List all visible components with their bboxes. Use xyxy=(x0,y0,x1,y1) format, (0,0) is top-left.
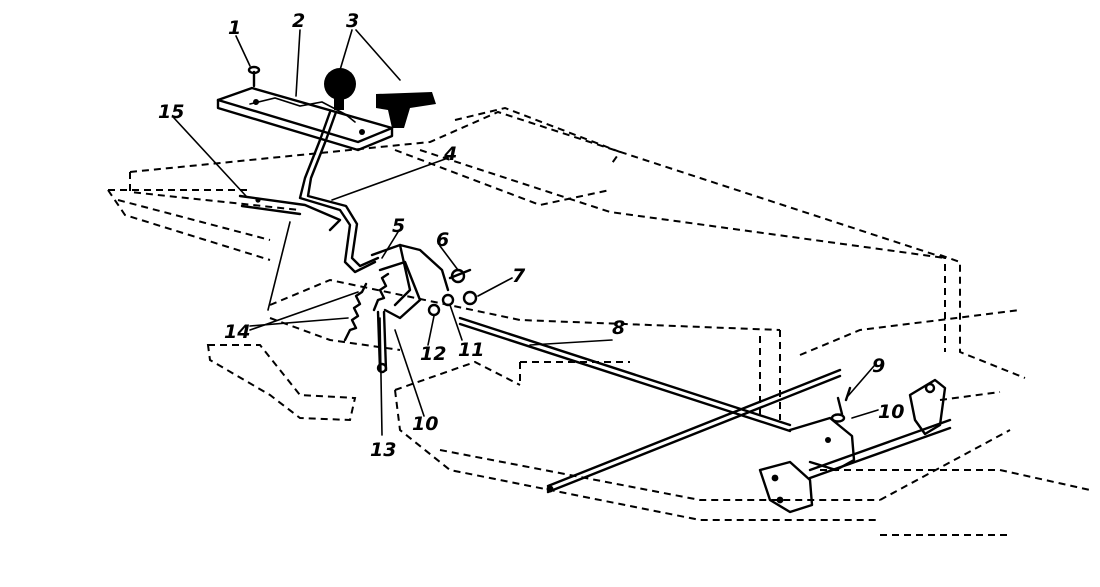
callout-1: 1 xyxy=(228,17,241,39)
lever-bracket xyxy=(238,194,342,311)
bolt-1 xyxy=(247,65,261,88)
callout-8: 8 xyxy=(612,317,625,339)
callout-10-right: 10 xyxy=(878,401,904,423)
callout-2: 2 xyxy=(292,10,305,32)
shift-rod xyxy=(458,316,842,494)
callout-5: 5 xyxy=(392,215,405,237)
lower-mount-plate xyxy=(206,344,357,422)
leader-lines xyxy=(173,29,879,436)
callout-11: 11 xyxy=(458,339,484,361)
rod-13 xyxy=(376,310,388,374)
shift-plate xyxy=(216,86,394,152)
shift-lever xyxy=(298,110,380,274)
transmission-bracket xyxy=(758,378,952,514)
callout-12: 12 xyxy=(420,343,446,365)
callout-13: 13 xyxy=(370,439,396,461)
callout-4: 4 xyxy=(443,143,457,165)
callout-labels: 1 2 3 4 5 6 7 8 9 10 10 11 12 13 14 15 xyxy=(158,10,904,461)
shift-knob-t-handle xyxy=(376,92,436,128)
shift-knob-round xyxy=(324,68,356,110)
callout-7: 7 xyxy=(512,265,526,287)
callout-3: 3 xyxy=(346,10,359,32)
callout-9: 9 xyxy=(872,355,885,377)
callout-14: 14 xyxy=(224,321,250,343)
springs xyxy=(343,272,390,342)
chassis-outline xyxy=(107,106,1091,536)
callout-6: 6 xyxy=(436,229,449,251)
callout-15: 15 xyxy=(158,101,184,123)
callout-10-left: 10 xyxy=(412,413,438,435)
